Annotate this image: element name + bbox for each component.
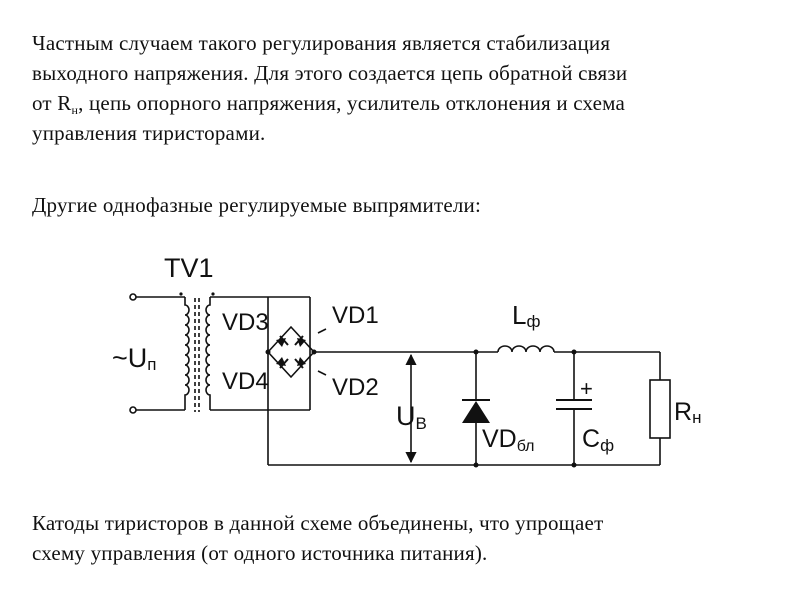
label-vd1: VD1 bbox=[332, 302, 379, 329]
diode-bridge bbox=[265, 296, 498, 465]
input-terminals bbox=[129, 293, 185, 414]
paragraph-thyristor-cathodes: Катоды тиристоров в данной схеме объедин… bbox=[32, 508, 792, 568]
label-tv1: TV1 bbox=[164, 253, 214, 283]
p1-line-3-end: , цепь опорного напряжения, усилитель от… bbox=[78, 91, 626, 115]
label-input-voltage: ~Uп bbox=[112, 343, 157, 374]
label-flyback-diode: VDбл bbox=[482, 425, 535, 455]
paragraph-stabilization: Частным случаем такого регулирования явл… bbox=[32, 28, 792, 148]
label-vd3: VD3 bbox=[222, 309, 269, 336]
p1-line-1: Частным случаем такого регулирования явл… bbox=[32, 31, 611, 55]
transformer-tv1 bbox=[179, 292, 268, 412]
label-load: Rн bbox=[674, 398, 701, 427]
label-vd4: VD4 bbox=[222, 368, 269, 395]
p1-line-3-subscript: н bbox=[71, 103, 79, 117]
label-capacitor-polarity: + bbox=[580, 376, 593, 401]
label-rectified-voltage: UB bbox=[396, 401, 427, 433]
inductor bbox=[497, 345, 660, 353]
p3-line-1: Катоды тиристоров в данной схеме объедин… bbox=[32, 511, 604, 535]
load-resistor bbox=[649, 352, 671, 465]
p2-line-1: Другие однофазные регулируемые выпрямите… bbox=[32, 193, 481, 217]
label-vd2: VD2 bbox=[332, 374, 379, 401]
paragraph-other-rectifiers: Другие однофазные регулируемые выпрямите… bbox=[32, 190, 792, 220]
capacitor bbox=[556, 349, 592, 468]
p1-line-4: управления тиристорами. bbox=[32, 121, 266, 145]
label-inductor: Lф bbox=[512, 300, 540, 331]
p3-line-2: схему управления (от одного источника пи… bbox=[32, 541, 488, 565]
p1-line-3-start: от R bbox=[32, 91, 72, 115]
flyback-diode bbox=[462, 349, 490, 468]
p1-line-2: выходного напряжения. Для этого создаетс… bbox=[32, 61, 628, 85]
label-capacitor: Cф bbox=[582, 425, 614, 455]
